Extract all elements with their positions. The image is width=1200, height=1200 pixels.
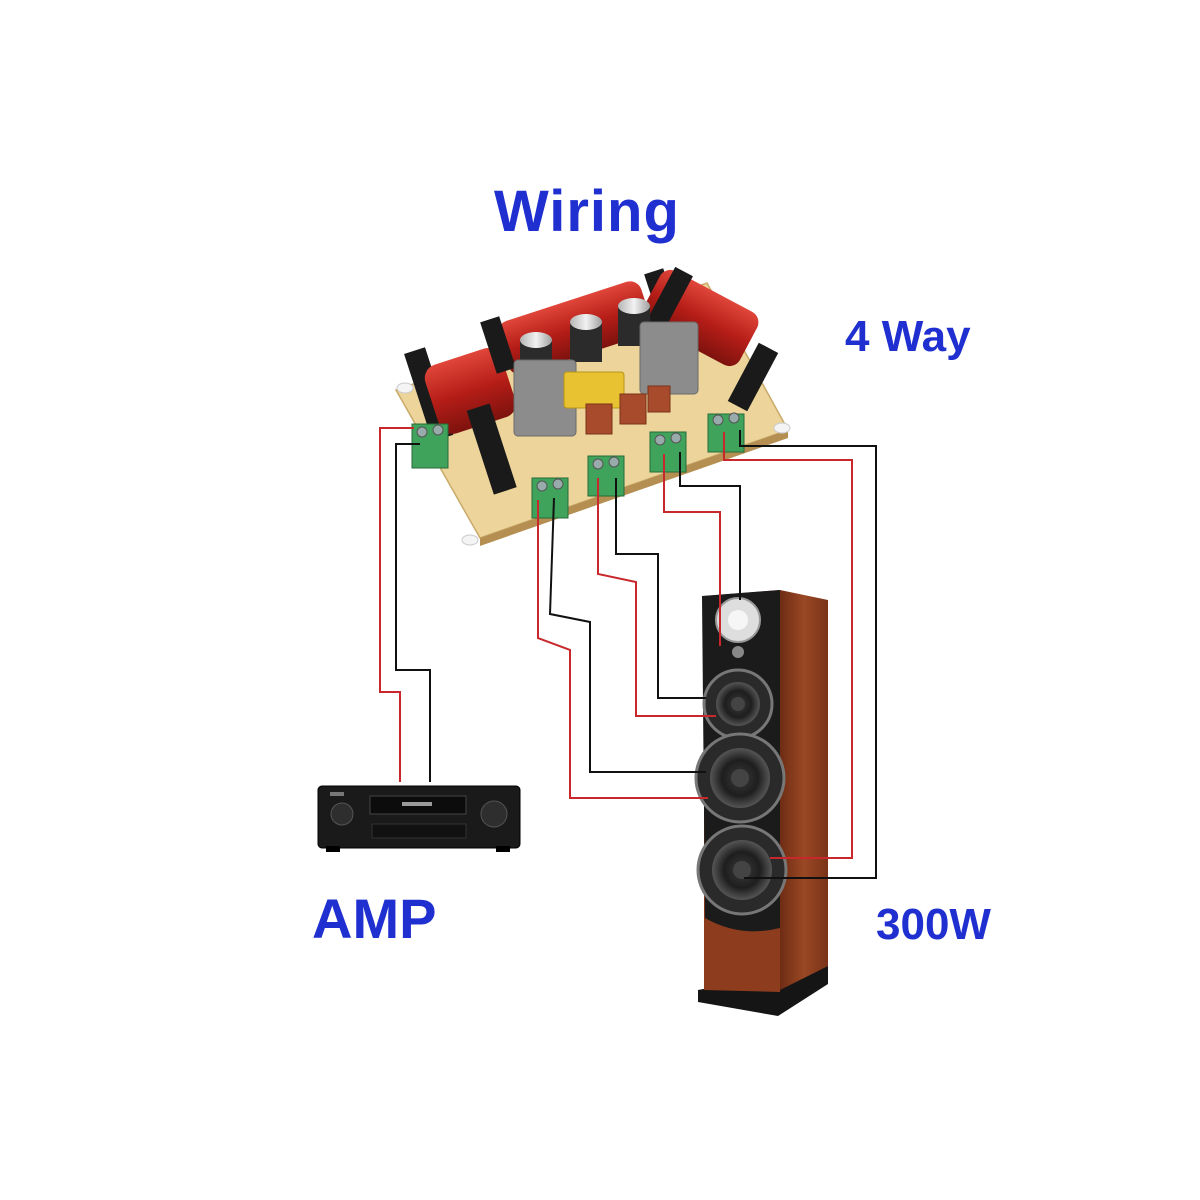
film-capacitor-yellow [563,371,625,409]
wire-red [723,432,853,859]
wire-red [537,500,708,799]
receiver-foot [496,846,510,852]
diagram-title: Wiring [494,179,680,244]
av-receiver [317,785,521,852]
resistor [585,403,613,435]
film-capacitor-grey [639,321,699,395]
wire-red [379,427,414,782]
resistor [647,385,671,413]
wire-black [679,452,741,600]
mid-driver [702,668,774,740]
inductor-coil-right [641,266,779,412]
receiver-foot [326,846,340,852]
power-rating-label: 300W [876,900,991,949]
pcb-standoff [396,382,414,394]
floor-standing-speaker [694,590,828,1016]
terminal-output-2 [587,455,625,497]
wire-black [548,497,706,773]
wire-black [615,478,706,699]
receiver-knob [480,800,508,828]
pcb-standoff [773,422,791,434]
wire-red [597,478,716,717]
mid-woofer [694,732,786,824]
crossover-board [394,266,791,546]
resistor [619,393,647,425]
wire-black [395,443,431,782]
receiver-knob [330,802,354,826]
wire-black [739,430,877,879]
pcb-standoff [461,534,479,546]
terminal-output-4 [707,412,745,453]
speaker-side-panel [780,590,828,990]
inductor-coil-left [404,347,517,495]
terminal-input [411,423,449,469]
bass-woofer [696,824,788,916]
amp-label: AMP [312,887,437,950]
receiver-body [317,785,521,849]
crossover-type-label: 4 Way [845,312,971,361]
wire-red [663,454,721,646]
tweeter [715,597,761,658]
